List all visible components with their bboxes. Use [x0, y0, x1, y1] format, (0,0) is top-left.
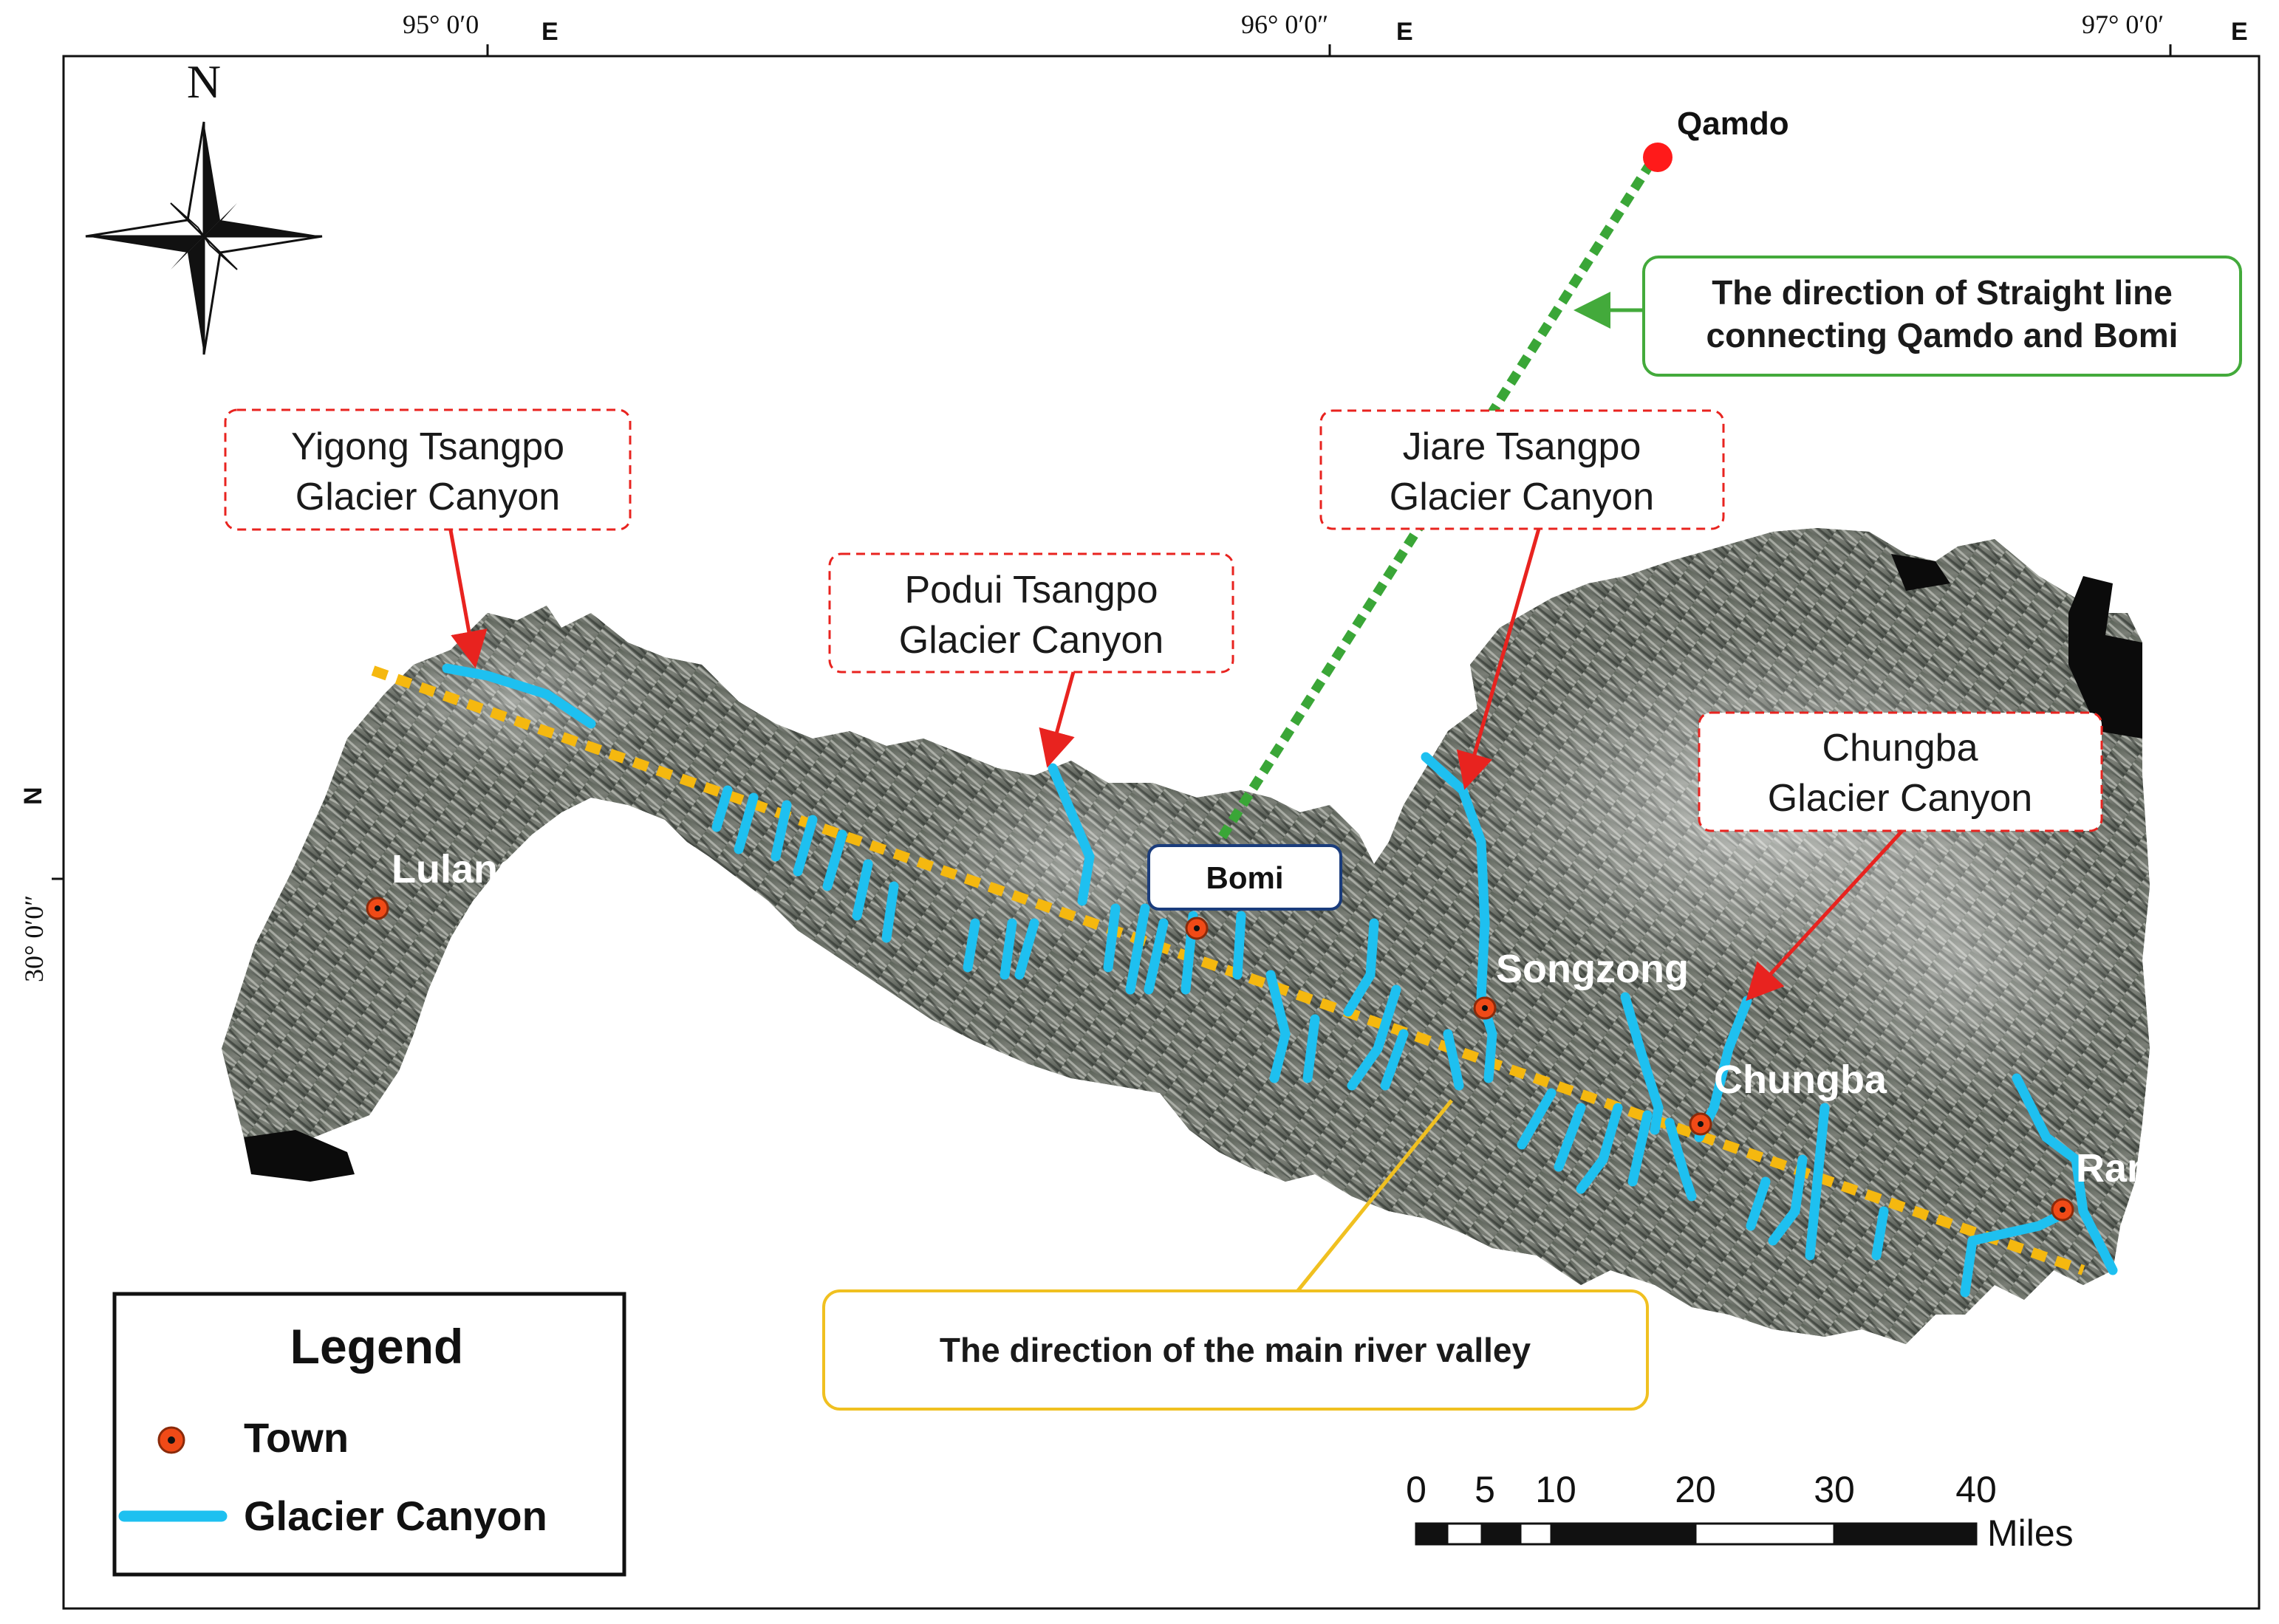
town-lulang: Lulang	[366, 847, 522, 920]
glacier-canyon	[1576, 1103, 1623, 1194]
bomi-label-box	[1147, 844, 1342, 911]
glacier-canyon	[1265, 970, 1291, 1083]
scale-tick-5: 5	[1475, 1469, 1495, 1510]
glacier-canyon	[1554, 1103, 1586, 1172]
glacier-canyons	[442, 663, 2118, 1298]
legend-glacier-label: Glacier Canyon	[244, 1493, 547, 1539]
glacier-canyon	[793, 815, 818, 877]
map-frame	[62, 55, 2261, 1610]
callout-yigong-line2: Glacier Canyon	[295, 476, 560, 518]
glacier-canyon	[963, 918, 980, 973]
town-chungba: Chungba	[1689, 1058, 1887, 1136]
callout-jiare: Jiare Tsangpo Glacier Canyon	[1319, 409, 1725, 790]
glacier-canyon	[1664, 1117, 1697, 1202]
towns: Lulang Bomi Songzong Chungba Ran	[366, 844, 2151, 1222]
glacier-canyon	[881, 881, 899, 943]
scale-tick-30: 30	[1814, 1469, 1855, 1510]
compass-rose-icon	[85, 121, 323, 355]
glacier-canyon	[852, 859, 873, 921]
callout-main-valley: The direction of the main river valley	[822, 1099, 1649, 1411]
lon-suffix-96: E	[1396, 18, 1413, 46]
town-dot-icon	[157, 1426, 185, 1454]
glacier-canyon-jiare	[1421, 752, 1497, 1083]
town-ran: Ran	[2051, 1146, 2151, 1222]
glacier-canyon	[1000, 918, 1017, 980]
glacier-canyon	[1960, 1236, 1978, 1298]
glacier-canyon-yigong	[442, 663, 596, 729]
glacier-canyon	[1347, 984, 1401, 1091]
glacier-canyon	[1380, 1029, 1409, 1091]
scale-bar: 0 5 10 20 30 40 Miles	[1406, 1469, 2074, 1554]
callout-yigong: Yigong Tsangpo Glacier Canyon	[224, 408, 632, 668]
qamdo-point	[1643, 143, 1672, 172]
north-arrow: N	[85, 55, 323, 355]
glacier-canyon	[771, 800, 792, 862]
callout-main-valley-text: The direction of the main river valley	[940, 1331, 1531, 1369]
glacier-canyon	[2012, 1073, 2118, 1275]
glacier-canyon	[1620, 992, 1664, 1135]
glacier-canyon-podui	[1048, 763, 1095, 906]
legend-title: Legend	[290, 1319, 464, 1374]
lon-label-96: 96° 0′0″	[1241, 10, 1328, 39]
glacier-canyon	[822, 829, 847, 891]
glacier-canyon	[1746, 1176, 1771, 1231]
graticule: 95° 0′0 E 96° 0′0″ E 97° 0′0′ E 30° 0′0″…	[19, 10, 2248, 982]
lat-suffix-30: N	[19, 787, 47, 805]
glacier-canyon	[1443, 1029, 1464, 1091]
callout-podui-line1: Podui Tsangpo	[904, 569, 1158, 611]
legend-town-label: Town	[244, 1414, 349, 1461]
callout-chungba-line2: Glacier Canyon	[1768, 777, 2032, 820]
town-label-chungba: Chungba	[1714, 1058, 1887, 1102]
scale-unit: Miles	[1987, 1512, 2074, 1554]
callout-straight-line-line2: connecting Qamdo and Bomi	[1706, 316, 2179, 354]
callout-jiare-line2: Glacier Canyon	[1390, 476, 1654, 518]
scale-tick-40: 40	[1955, 1469, 1997, 1510]
glacier-canyon	[1871, 1206, 1889, 1261]
glacier-canyon	[1343, 918, 1379, 1017]
lat-label-30: 30° 0′0″	[19, 895, 49, 982]
glacier-canyon	[1768, 1154, 1808, 1246]
lon-suffix-95: E	[541, 18, 558, 46]
callout-podui: Podui Tsangpo Glacier Canyon	[828, 552, 1234, 768]
town-label-ran: Ran	[2076, 1146, 2151, 1190]
callout-straight-line: The direction of Straight line connectin…	[1574, 256, 2242, 377]
callout-straight-line-line1: The direction of Straight line	[1712, 273, 2173, 312]
lon-label-95: 95° 0′0	[403, 10, 479, 39]
scale-tick-10: 10	[1535, 1469, 1576, 1510]
glacier-canyon	[1302, 1014, 1320, 1083]
town-label-bomi: Bomi	[1206, 860, 1284, 895]
callout-chungba-line1: Chungba	[1822, 727, 1978, 770]
scale-tick-0: 0	[1406, 1469, 1426, 1510]
callout-yigong-line1: Yigong Tsangpo	[291, 425, 564, 468]
north-letter: N	[187, 55, 221, 108]
town-label-songzong: Songzong	[1496, 947, 1689, 991]
glacier-canyon	[734, 792, 759, 854]
town-songzong: Songzong	[1473, 947, 1689, 1020]
glacier-canyon	[1144, 918, 1169, 995]
glacier-canyon	[1103, 903, 1121, 973]
lon-suffix-97: E	[2231, 18, 2248, 46]
glacier-canyon	[1517, 1088, 1557, 1150]
glacier-canyon	[1125, 903, 1150, 995]
scale-tick-20: 20	[1675, 1469, 1716, 1510]
glacier-canyon	[711, 785, 733, 832]
town-label-lulang: Lulang	[392, 847, 522, 891]
callout-jiare-line1: Jiare Tsangpo	[1403, 425, 1641, 468]
callout-chungba: Chungba Glacier Canyon	[1698, 711, 2103, 1001]
legend: Legend Town Glacier Canyon	[112, 1292, 626, 1577]
glacier-canyon	[1014, 918, 1039, 980]
glacier-canyon	[1627, 1110, 1653, 1187]
callout-podui-line2: Glacier Canyon	[899, 619, 1164, 662]
qamdo-label: Qamdo	[1677, 106, 1789, 142]
glacier-canyon	[1805, 1103, 1830, 1261]
glacier-canyon	[1232, 911, 1246, 980]
lon-label-97: 97° 0′0′	[2082, 10, 2164, 39]
town-bomi: Bomi	[1147, 844, 1342, 940]
